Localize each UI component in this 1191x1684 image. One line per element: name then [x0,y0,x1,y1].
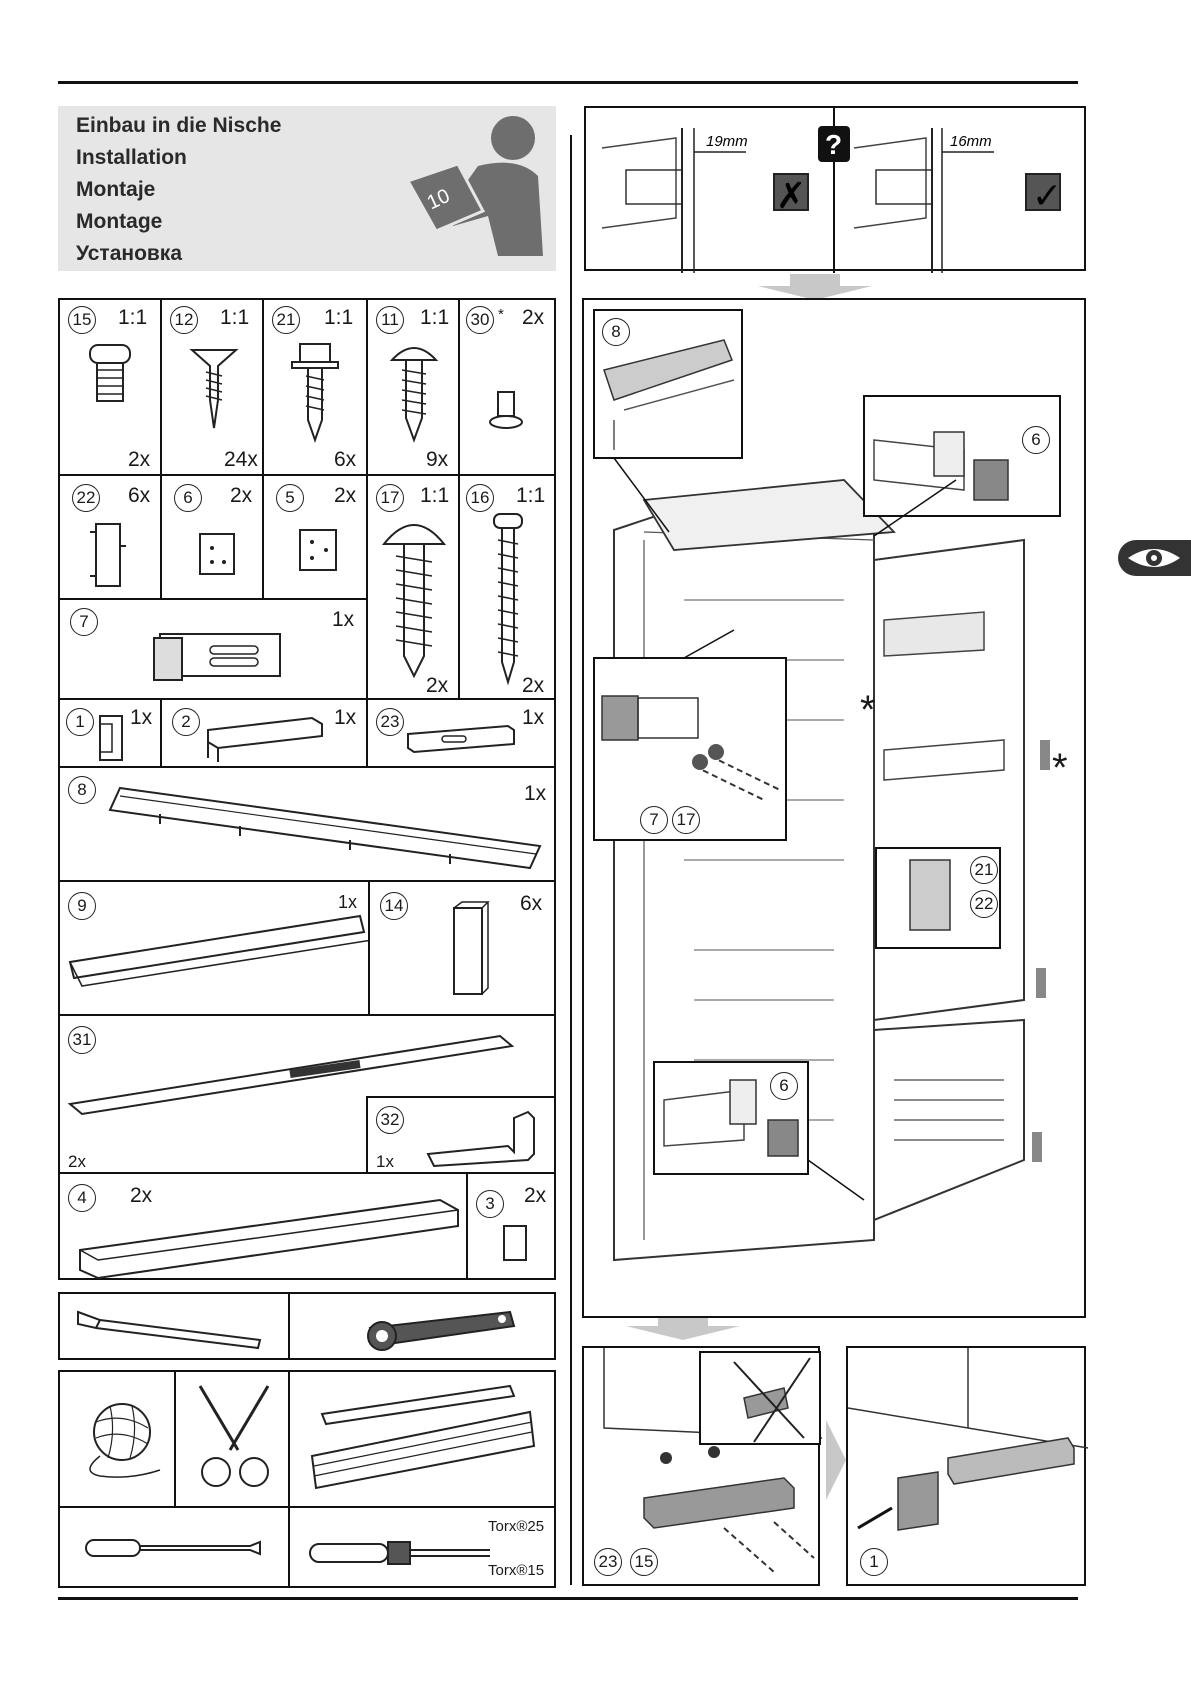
tool-wrench-open [58,1292,290,1360]
screw-17-icon [381,524,447,679]
svg-text:19mm: 19mm [706,133,748,150]
part-21: 21 1:1 6x [262,298,368,476]
hex-wrench-icon [367,1310,516,1351]
part-22: 22 6x [58,474,162,600]
cap-attach-illustration [847,1348,1089,1531]
eye-icon [1128,549,1180,567]
part-8: 8 1x [58,766,556,882]
title-ru: Установка [76,242,182,265]
step-rail-mount: 23 15 [582,1346,823,1586]
callout-21: 21 [970,856,998,884]
bracket-22-icon [90,523,126,587]
plate-5-icon [299,529,337,571]
rail-23-icon [407,724,515,754]
bracket-32-icon [426,1110,535,1168]
top-rule [58,81,1078,84]
callout-15: 15 [630,1548,658,1576]
tool-flat-screwdriver [58,1506,290,1588]
step-cap-attach: 1 [846,1346,1089,1586]
title-en: Installation [76,146,187,169]
asterisk-mark-1: * [860,688,876,732]
svg-text:✓: ✓ [1032,176,1062,217]
part-17: 17 1:1 2x [366,474,460,700]
strip-9-icon [68,914,373,987]
tool-scissors [174,1370,290,1508]
callout-1: 1 [860,1548,888,1576]
folding-rule-icon [310,1384,536,1490]
screw-15-icon [89,344,131,402]
part-5: 5 2x [262,474,368,600]
part-23: 23 1x [366,698,556,768]
title-de: Einbau in die Nische [76,114,282,137]
open-wrench-icon [77,1310,262,1350]
callout-6-bottom: 6 [770,1072,798,1100]
torx15-label: Torx®15 [488,1562,545,1579]
tool-wrench-hex [288,1292,556,1360]
clip-30-icon [489,391,523,429]
callout-8: 8 [602,318,630,346]
tool-string [58,1370,176,1508]
cap-3-icon [503,1225,527,1261]
slider-7-icon [153,633,281,681]
callout-6-top: 6 [1022,426,1050,454]
callout-22: 22 [970,890,998,918]
svg-text:?: ? [825,129,842,160]
callout-23: 23 [594,1548,622,1576]
svg-text:✗: ✗ [776,176,806,217]
torx25-label: Torx®25 [488,1518,545,1535]
part-6: 6 2x [160,474,264,600]
part-11: 11 1:1 9x [366,298,460,476]
callout-7: 7 [640,806,668,834]
svg-text:16mm: 16mm [950,133,992,150]
part-12: 12 1:1 24x [160,298,264,476]
plate-6-icon [199,533,235,575]
flat-screwdriver-icon [85,1539,261,1557]
step-main-installation: 8 6 7 17 21 22 6 * * [582,298,1086,1318]
part-14: 14 6x [368,880,556,1016]
step-gap-check: 19mm ✗ ? 16mm ✓ [584,106,1086,273]
part-15: 15 1:1 2x [58,298,162,476]
part-number: 15 [68,306,96,334]
string-ball-icon [89,1403,161,1478]
title-fr: Montage [76,210,163,233]
cover-strip-8-icon [108,786,542,870]
rail-31-icon [67,1034,515,1116]
title-es: Montaje [76,178,156,201]
part-3: 3 2x [466,1172,556,1280]
bottom-rule [58,1597,1078,1600]
callout-17: 17 [672,806,700,834]
tool-torx-screwdrivers: Torx®25 Torx®15 [288,1506,556,1588]
scissors-icon [198,1385,270,1487]
gap-comparison-illustration: 19mm ✗ ? 16mm ✓ [601,108,1062,273]
part-32: 32 1x [366,1096,556,1174]
part-30: 30 * 2x [458,298,556,476]
screw-11-icon [389,347,439,443]
tool-folding-rule [288,1370,556,1508]
column-divider [570,135,572,1585]
title-box: Einbau in die Nische Installation Montaj… [58,106,556,271]
rail-mount-illustration [603,1348,823,1573]
block-14-icon [453,901,490,995]
torx-screwdriver-icon [309,1541,490,1565]
asterisk-mark-2: * [1052,746,1068,790]
screw-21-icon [291,343,339,444]
part-1: 1 1x [58,698,162,768]
screw-16-icon [493,513,523,686]
part-4: 4 2x [58,1172,468,1280]
part-2: 2 1x [160,698,368,768]
part-7: 7 1x [58,598,368,700]
side-tab [1118,540,1191,576]
cover-4-icon [79,1198,459,1280]
part-16: 16 1:1 2x [458,474,556,700]
strip-2-icon [207,716,323,762]
screw-12-icon [189,349,239,429]
part-9: 9 1x [58,880,373,1016]
cap-1-icon [99,715,123,761]
reading-manual-icon: 10 [405,116,543,256]
